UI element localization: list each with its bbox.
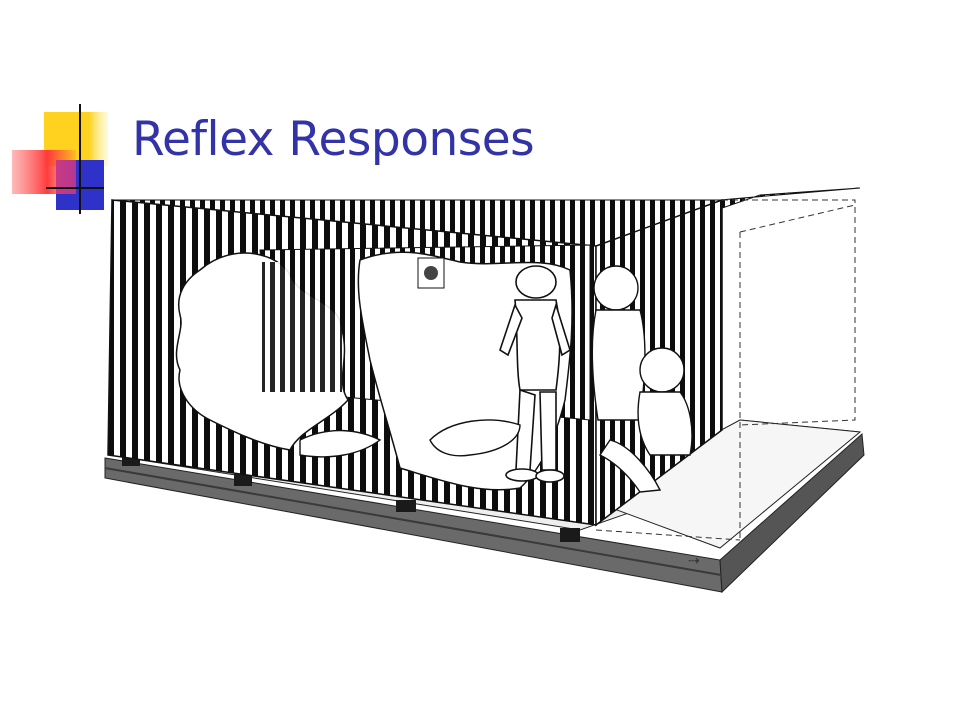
platform-foot [396, 500, 416, 512]
standing-child-figure [499, 265, 571, 483]
platform-base-side [719, 432, 865, 594]
platform-foot [234, 474, 252, 486]
logo-red-blue-overlap [56, 160, 76, 194]
slide-title: Reflex Responses [132, 112, 535, 167]
platform-foot [560, 528, 580, 542]
parent-figure [591, 265, 646, 421]
lying-figure [299, 419, 521, 458]
logo-squares-icon [12, 104, 108, 214]
svg-text:⇢: ⇢ [688, 553, 700, 569]
sitting-child-figure [598, 347, 693, 493]
open-end-outline [722, 199, 856, 426]
